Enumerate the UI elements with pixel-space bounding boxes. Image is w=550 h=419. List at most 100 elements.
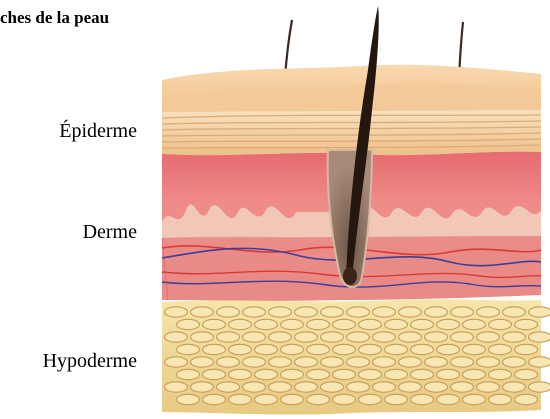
fat-cell [191, 332, 214, 342]
fat-cell [477, 332, 500, 342]
fat-cell [425, 382, 448, 392]
fat-cell [411, 394, 434, 404]
fat-cell [515, 319, 538, 329]
fat-cell [191, 307, 214, 317]
fat-cell [269, 357, 292, 367]
fat-cell [177, 394, 200, 404]
fat-cell [307, 319, 330, 329]
fat-cell [373, 332, 396, 342]
fat-cell [203, 319, 226, 329]
fat-cell [307, 394, 330, 404]
fat-cell [165, 382, 188, 392]
fat-cell [359, 394, 382, 404]
fat-cell [489, 394, 512, 404]
fat-cell [437, 344, 460, 354]
fat-cell [333, 344, 356, 354]
fat-cell [373, 382, 396, 392]
fat-cell [243, 382, 266, 392]
fat-cell [269, 332, 292, 342]
fat-cell [217, 307, 240, 317]
fat-cell [385, 319, 408, 329]
fat-cell [385, 394, 408, 404]
fat-cell [451, 382, 474, 392]
fat-cell [243, 357, 266, 367]
fat-cell [437, 319, 460, 329]
hypodermis-layer [162, 299, 550, 414]
fat-cell [347, 307, 370, 317]
fat-cell [295, 332, 318, 342]
fat-cell [229, 344, 252, 354]
fat-cell [373, 357, 396, 367]
fat-cell [489, 369, 512, 379]
fat-cell [295, 357, 318, 367]
fat-cell [451, 307, 474, 317]
fat-cell [281, 369, 304, 379]
fat-cell [333, 319, 356, 329]
fat-cell [529, 332, 550, 342]
fat-cell [515, 344, 538, 354]
fat-cell [295, 307, 318, 317]
fat-cell [255, 394, 278, 404]
fat-cell [399, 332, 422, 342]
fat-cell [411, 369, 434, 379]
fat-cell [269, 307, 292, 317]
fat-cell [359, 369, 382, 379]
fat-cell [203, 394, 226, 404]
fat-cell [203, 369, 226, 379]
fat-cell [165, 332, 188, 342]
fat-cell [373, 307, 396, 317]
fat-cell [321, 307, 344, 317]
fat-cell [503, 357, 526, 367]
fat-cell [489, 344, 512, 354]
fat-cell [437, 369, 460, 379]
fat-cell [411, 319, 434, 329]
fat-cell [333, 369, 356, 379]
fat-cell [529, 382, 550, 392]
fat-cell [333, 394, 356, 404]
fat-cell [451, 332, 474, 342]
fat-cell [321, 357, 344, 367]
fat-cell [399, 307, 422, 317]
fat-cell [165, 357, 188, 367]
fat-cell [177, 369, 200, 379]
fat-cell [229, 394, 252, 404]
fat-cell [229, 319, 252, 329]
fat-cell [359, 319, 382, 329]
fat-cell [165, 307, 188, 317]
hair-bulb [343, 267, 357, 285]
fat-cell [347, 382, 370, 392]
fat-cell [321, 332, 344, 342]
fat-cell [451, 357, 474, 367]
fat-cell [307, 344, 330, 354]
fat-cell [515, 394, 538, 404]
fat-cell [255, 369, 278, 379]
fat-cell [425, 357, 448, 367]
fat-cell [177, 344, 200, 354]
fat-cell [489, 319, 512, 329]
fat-cell [281, 344, 304, 354]
fat-cell [217, 382, 240, 392]
fat-cell [529, 307, 550, 317]
fat-cell [437, 394, 460, 404]
fat-cell [463, 344, 486, 354]
fat-cell [425, 307, 448, 317]
fat-cell [347, 332, 370, 342]
fat-cell [217, 357, 240, 367]
fat-cell [229, 369, 252, 379]
fat-cell [477, 382, 500, 392]
fat-cell [399, 357, 422, 367]
fat-cell [359, 344, 382, 354]
fat-cell [255, 344, 278, 354]
fat-cell [503, 332, 526, 342]
fat-cell [281, 319, 304, 329]
fat-cell [463, 369, 486, 379]
fat-cell [243, 332, 266, 342]
fat-cell [307, 369, 330, 379]
fat-cell [217, 332, 240, 342]
fat-cell [321, 382, 344, 392]
fat-cell [269, 382, 292, 392]
fat-cell [203, 344, 226, 354]
fat-cell [295, 382, 318, 392]
fat-cell [463, 319, 486, 329]
